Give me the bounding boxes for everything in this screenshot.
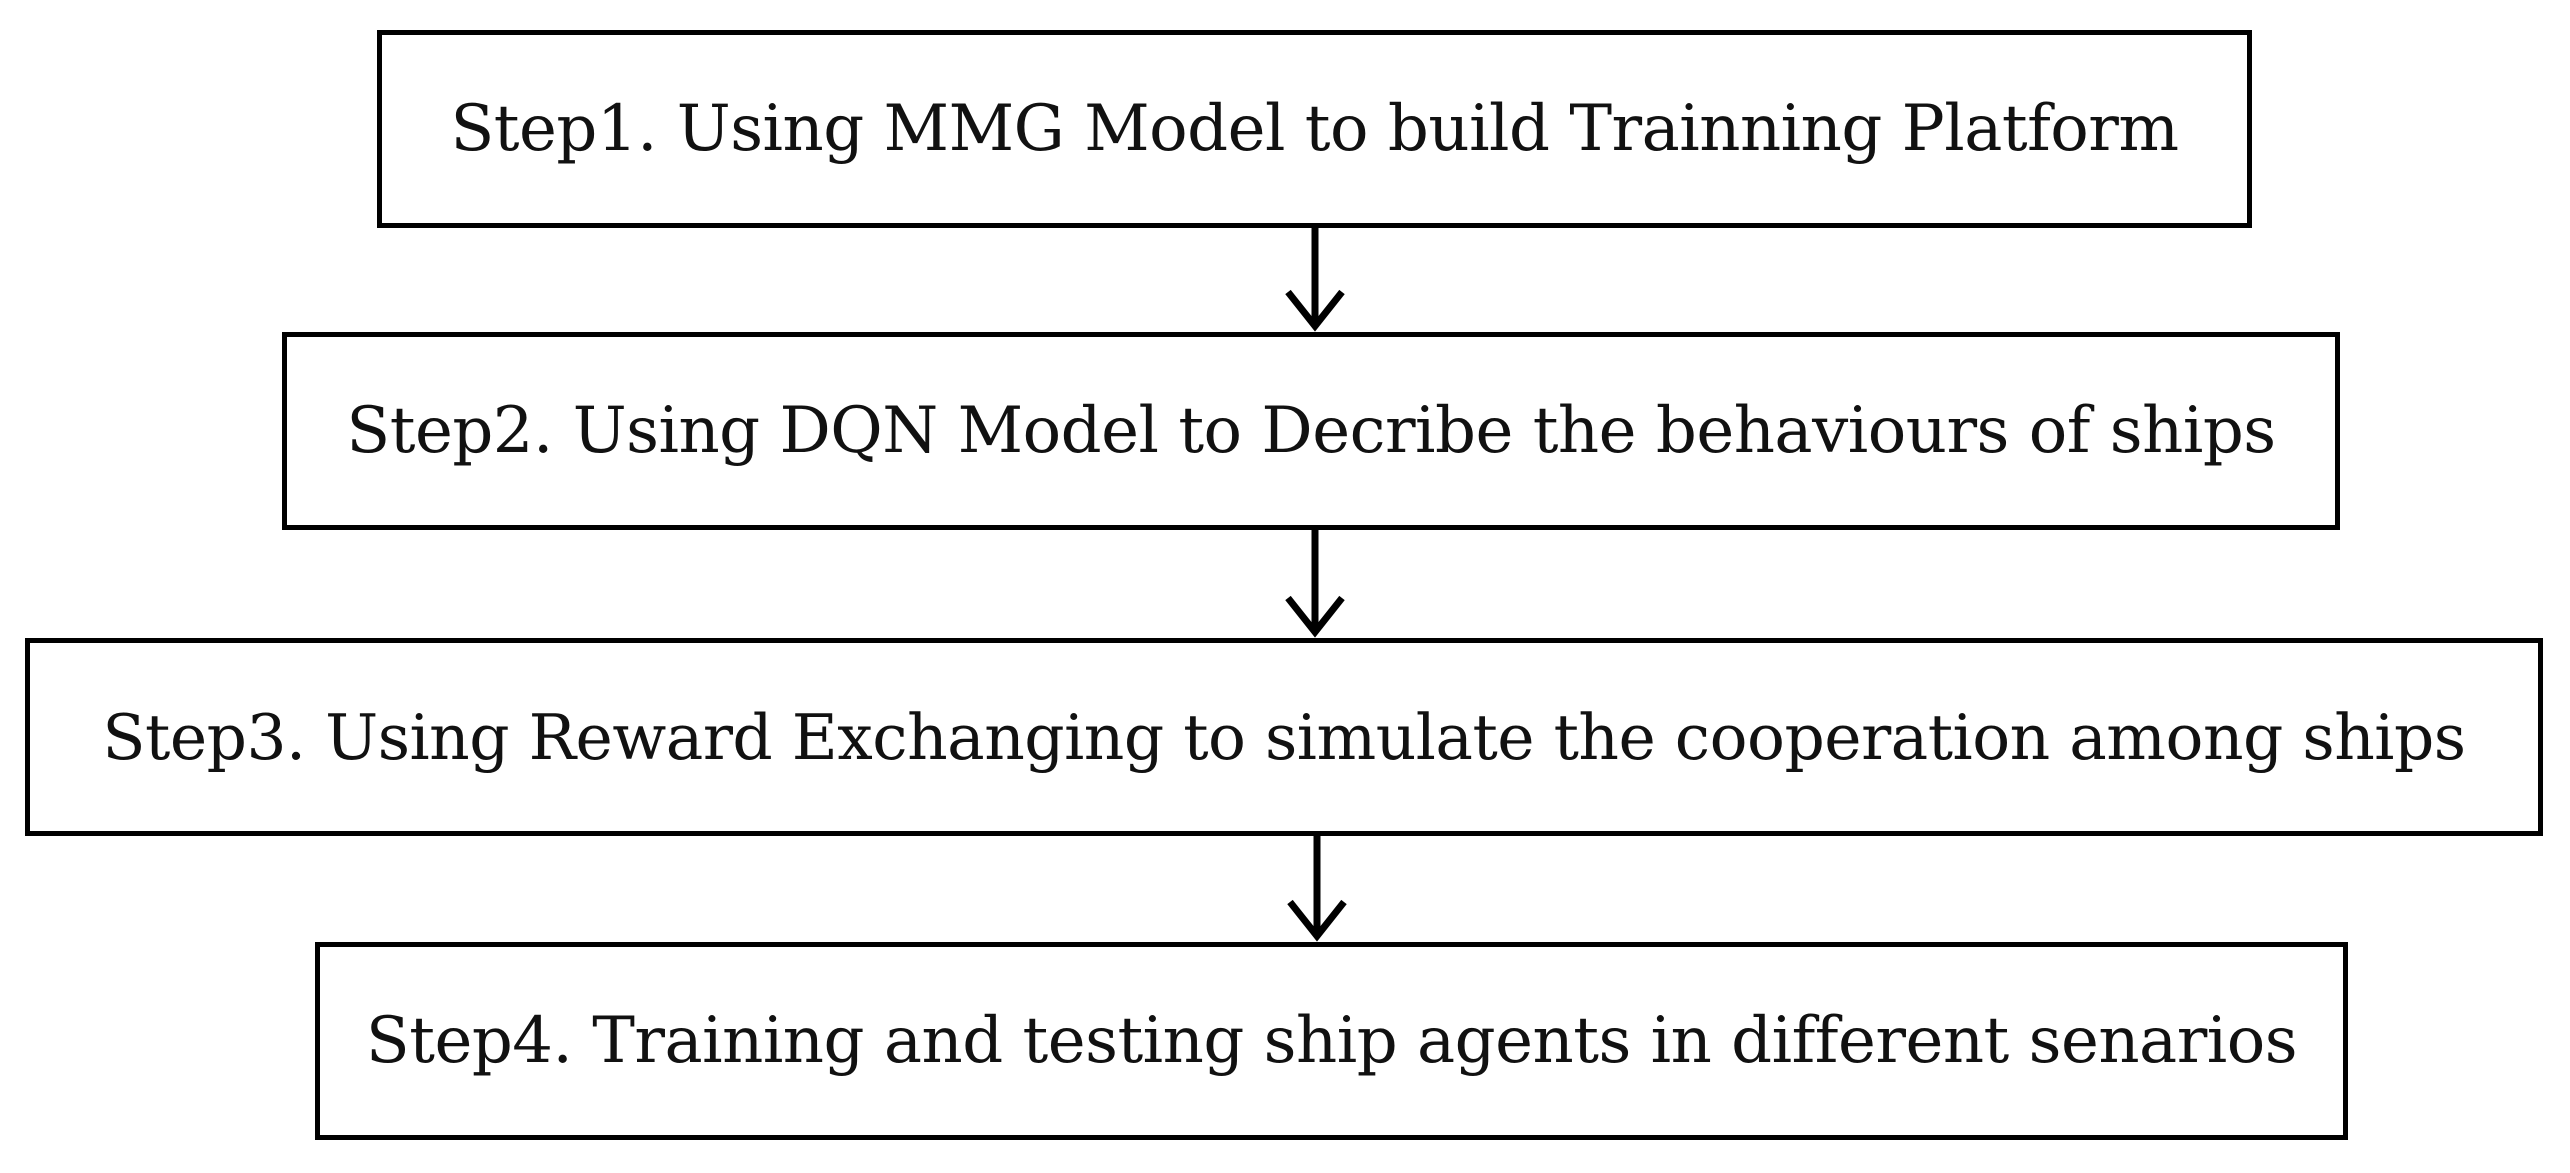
- step-1-box: Step1. Using MMG Model to build Trainnin…: [377, 30, 2252, 228]
- step-3-box: Step3. Using Reward Exchanging to simula…: [25, 638, 2543, 836]
- arrow-step3-to-step4: [1287, 836, 1347, 942]
- step-2-label: Step2. Using DQN Model to Decribe the be…: [346, 394, 2276, 468]
- step-4-box: Step4. Training and testing ship agents …: [315, 942, 2348, 1140]
- arrow-step2-to-step3: [1285, 530, 1345, 638]
- arrow-step1-to-step2: [1285, 228, 1345, 332]
- step-1-label: Step1. Using MMG Model to build Trainnin…: [450, 92, 2179, 166]
- step-2-box: Step2. Using DQN Model to Decribe the be…: [282, 332, 2340, 530]
- step-3-label: Step3. Using Reward Exchanging to simula…: [102, 700, 2466, 774]
- step-4-label: Step4. Training and testing ship agents …: [365, 1004, 2298, 1078]
